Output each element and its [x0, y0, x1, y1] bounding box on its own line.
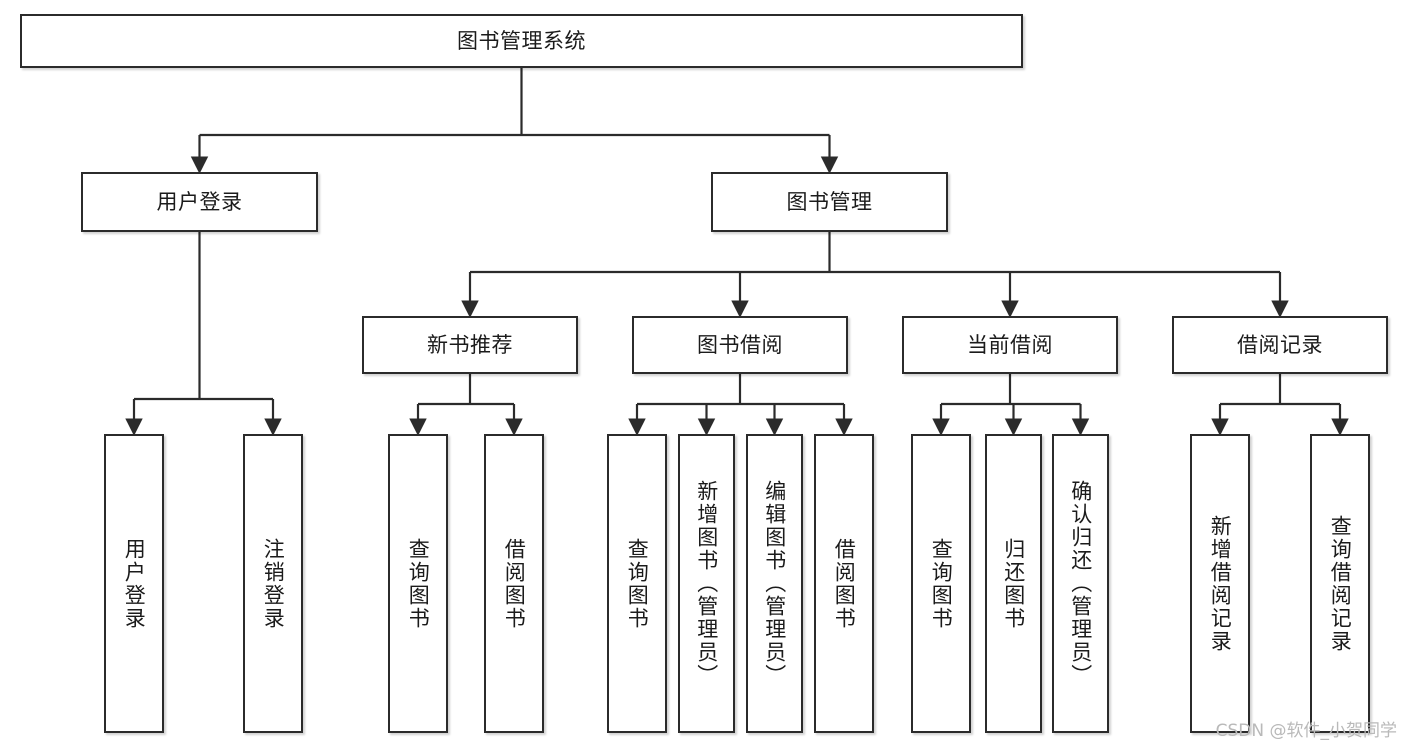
- node-label: 新增图书（管理员）: [694, 480, 719, 687]
- node-leaf-user-login[interactable]: 用户登录: [104, 434, 164, 733]
- node-borrow-record[interactable]: 借阅记录: [1172, 316, 1388, 374]
- node-label: 用户登录: [156, 189, 243, 214]
- watermark-text: CSDN @软件_小贺同学: [1215, 721, 1397, 741]
- node-leaf-query-book-3[interactable]: 查询图书: [911, 434, 971, 733]
- node-root[interactable]: 图书管理系统: [20, 14, 1023, 68]
- node-leaf-query-book-2[interactable]: 查询图书: [607, 434, 667, 733]
- node-user-login[interactable]: 用户登录: [81, 172, 318, 232]
- node-label: 注销登录: [261, 537, 286, 630]
- node-current-borrow[interactable]: 当前借阅: [902, 316, 1118, 374]
- node-label: 查询图书: [625, 537, 650, 630]
- node-leaf-add-borrow-record[interactable]: 新增借阅记录: [1190, 434, 1250, 733]
- node-label: 用户登录: [122, 537, 147, 630]
- node-label: 归还图书: [1001, 537, 1026, 630]
- node-label: 借阅图书: [502, 537, 527, 630]
- node-new-book-rec[interactable]: 新书推荐: [362, 316, 578, 374]
- node-label: 当前借阅: [967, 332, 1053, 357]
- node-label: 借阅图书: [832, 537, 857, 630]
- node-label: 图书借阅: [697, 332, 783, 357]
- node-label: 确认归还（管理员）: [1068, 480, 1093, 687]
- node-label: 新增借阅记录: [1208, 514, 1233, 653]
- node-label: 图书管理系统: [457, 28, 586, 53]
- node-leaf-edit-book-admin[interactable]: 编辑图书（管理员）: [746, 434, 803, 733]
- node-leaf-return-book[interactable]: 归还图书: [985, 434, 1042, 733]
- node-leaf-confirm-return-admin[interactable]: 确认归还（管理员）: [1052, 434, 1109, 733]
- node-label: 查询借阅记录: [1328, 514, 1353, 653]
- node-leaf-query-book-1[interactable]: 查询图书: [388, 434, 448, 733]
- node-leaf-query-borrow-record[interactable]: 查询借阅记录: [1310, 434, 1370, 733]
- node-label: 图书管理: [786, 189, 873, 214]
- node-leaf-borrow-book-1[interactable]: 借阅图书: [484, 434, 544, 733]
- node-label: 借阅记录: [1237, 332, 1323, 357]
- node-label: 查询图书: [406, 537, 431, 630]
- node-book-borrow[interactable]: 图书借阅: [632, 316, 848, 374]
- node-label: 查询图书: [929, 537, 954, 630]
- node-leaf-borrow-book-2[interactable]: 借阅图书: [814, 434, 874, 733]
- node-leaf-add-book-admin[interactable]: 新增图书（管理员）: [678, 434, 735, 733]
- node-book-manage[interactable]: 图书管理: [711, 172, 948, 232]
- node-label: 新书推荐: [427, 332, 513, 357]
- node-label: 编辑图书（管理员）: [762, 480, 787, 687]
- connector-lines: [125, 68, 1349, 436]
- node-leaf-user-logout[interactable]: 注销登录: [243, 434, 303, 733]
